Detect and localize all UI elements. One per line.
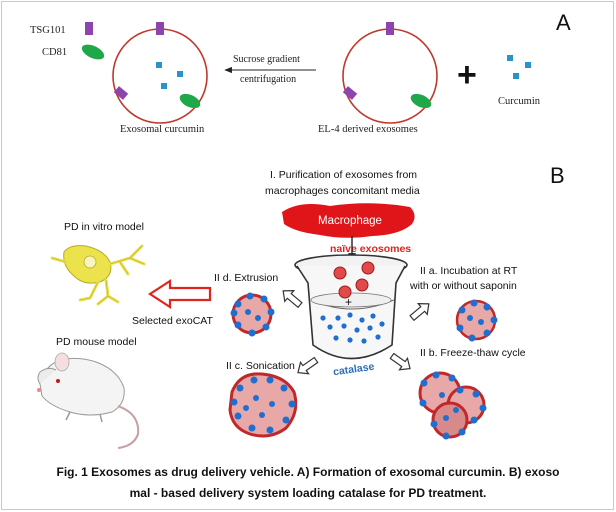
step2c-label: II c. Sonication [226, 360, 295, 372]
panel-a-label: A [556, 10, 571, 35]
beaker-plus: + [345, 295, 352, 309]
curcumin-molecule [161, 83, 167, 89]
step1-line1: I. Purification of exosomes from [270, 169, 417, 181]
cd81-marker [410, 93, 432, 109]
arrow-to-incubation [409, 303, 430, 322]
arrow-label-line2: centrifugation [240, 74, 296, 85]
caption-line2: mal - based delivery system loading cata… [130, 486, 487, 500]
step1-line2: macrophages concomitant media [265, 185, 420, 197]
step2d-label: II d. Extrusion [214, 272, 278, 284]
arrow-to-freeze-thaw [389, 352, 411, 371]
neuron-illustration [50, 244, 146, 306]
exosomal-curcumin-membrane [112, 28, 208, 124]
arrow-to-sonication [297, 356, 319, 375]
exosome-in-beaker [355, 278, 369, 292]
panel-a: A TSG101 CD81 Exosomal curcumin Sucrose … [30, 10, 571, 135]
step2a-line2: with or without saponin [409, 280, 517, 292]
invitro-label: PD in vitro model [64, 221, 144, 233]
exosome-extrusion [230, 292, 275, 337]
exosome-in-beaker [338, 285, 352, 299]
tsg101-legend-label: TSG101 [30, 25, 66, 36]
plus-sign: + [457, 56, 477, 94]
naive-exosomes-label: naïve exosomes [330, 243, 411, 255]
curcumin-molecule [513, 73, 519, 79]
tsg101-marker [342, 86, 358, 100]
exosome-in-beaker [361, 261, 375, 275]
selected-arrow [147, 278, 212, 310]
tsg101-marker [113, 86, 129, 100]
selected-label: Selected exoCAT [132, 315, 214, 327]
el4-exosomes-label: EL-4 derived exosomes [318, 124, 418, 135]
arrow-to-extrusion [282, 290, 303, 309]
curcumin-molecule [525, 62, 531, 68]
caption-line1: Fig. 1 Exosomes as drug delivery vehicle… [56, 465, 559, 479]
mouse-label: PD mouse model [56, 336, 137, 348]
tsg101-marker [156, 22, 164, 35]
cd81-marker [179, 93, 201, 109]
panel-b: B I. Purification of exosomes from macro… [37, 163, 565, 449]
beaker [294, 254, 408, 360]
catalase-label: catalase [332, 361, 375, 379]
exosome-freeze-thaw [418, 371, 487, 440]
mouse-illustration [37, 352, 140, 449]
exosome-incubation [455, 299, 498, 342]
el4-exosome-membrane [342, 28, 438, 124]
tsg101-legend-icon [85, 22, 93, 35]
cd81-legend-label: CD81 [42, 47, 67, 58]
curcumin-molecule [177, 71, 183, 77]
catalase-dots [320, 312, 385, 344]
exosome-sonication [228, 372, 298, 438]
step2a-line1: II a. Incubation at RT [420, 265, 518, 277]
cd81-legend-icon [81, 44, 105, 60]
exosomal-curcumin-label: Exosomal curcumin [120, 124, 205, 135]
curcumin-molecule [156, 62, 162, 68]
arrow-label-line1: Sucrose gradient [233, 54, 300, 65]
macrophage-label: Macrophage [318, 215, 382, 227]
curcumin-molecule [507, 55, 513, 61]
curcumin-label: Curcumin [498, 96, 541, 107]
step2b-label: II b. Freeze-thaw cycle [420, 347, 526, 359]
exosome-in-beaker [333, 266, 347, 280]
panel-b-label: B [550, 163, 565, 188]
macrophage-cell [282, 203, 415, 238]
tsg101-marker [386, 22, 394, 35]
